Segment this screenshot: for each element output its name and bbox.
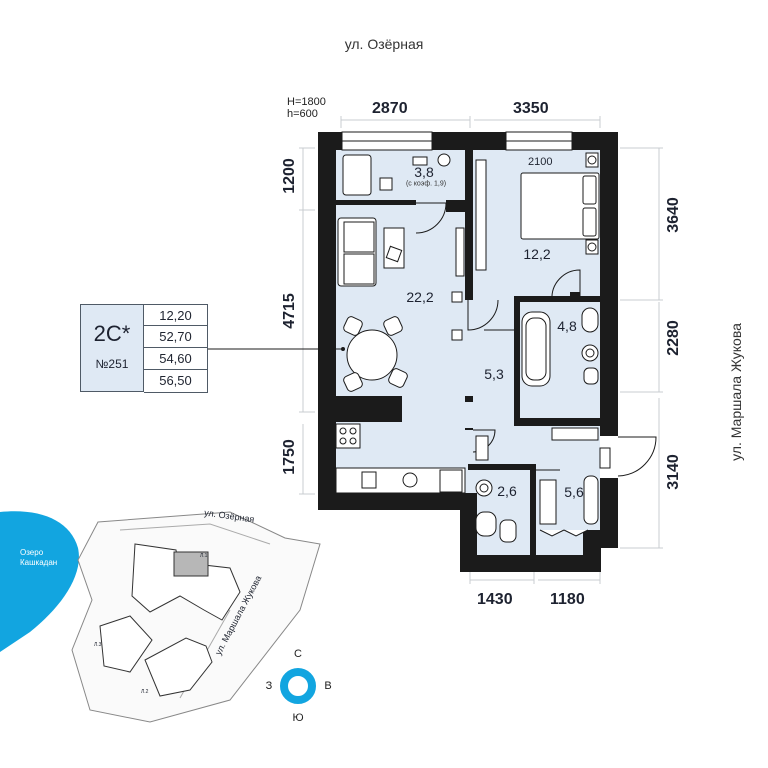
compass-north: С <box>294 648 302 660</box>
lake-label: Озеро Кашкадан <box>20 548 57 568</box>
room-area-balcony-note: (с коэф. 1,9) <box>405 180 447 188</box>
compass-east: В <box>324 680 332 692</box>
window-height-sill: h=600 <box>287 108 318 120</box>
window-height-h: H=1800 <box>287 96 326 108</box>
lot-label-1: Л.1 <box>200 553 208 559</box>
room-area-hall: 5,3 <box>484 366 504 382</box>
lake <box>0 511 79 652</box>
wardrobe-fixtures <box>539 427 599 537</box>
lake-label-1: Озеро <box>20 548 44 557</box>
apartment-info: 2С* №251 <box>80 304 144 392</box>
living-furniture <box>337 217 465 392</box>
room-area-bathroom: 4,8 <box>557 318 577 334</box>
dim-top-right: 3350 <box>513 100 549 117</box>
lot-label-3: Л.3 <box>94 642 102 648</box>
dim-top-left: 2870 <box>372 100 408 117</box>
windows <box>341 131 573 151</box>
dimension-lines <box>299 116 663 584</box>
interior-walls <box>336 150 600 555</box>
apartment-type: 2С* <box>93 321 131 346</box>
dim-bottom-1: 1430 <box>477 591 513 608</box>
bathroom-fixtures <box>521 307 599 387</box>
corridor-furniture <box>475 435 611 469</box>
area-value-2: 52,70 <box>144 326 208 348</box>
room-area-balcony: 3,8 <box>414 164 434 180</box>
area-value-total: 56,50 <box>144 370 208 393</box>
balcony-furniture <box>342 153 451 196</box>
room-area-living: 22,2 <box>406 289 434 305</box>
room-area-wc: 2,6 <box>497 483 517 499</box>
bed-width-dim: 2100 <box>528 156 553 168</box>
site-plan <box>0 511 321 723</box>
street-label-top: ул. Озёрная <box>344 36 424 52</box>
apartment-number: №251 <box>95 357 129 371</box>
kitchen <box>335 423 466 494</box>
lot-label-2: Л.2 <box>141 689 149 695</box>
room-area-bedroom: 12,2 <box>523 246 551 262</box>
bedroom-furniture <box>475 152 600 271</box>
room-area-wardrobe: 5,6 <box>564 484 584 500</box>
compass-icon <box>280 668 316 704</box>
interior-doors <box>415 202 581 471</box>
dim-bottom-2: 1180 <box>550 591 585 608</box>
area-value-3: 54,60 <box>144 348 208 370</box>
wc-fixtures <box>475 479 517 543</box>
compass-south: Ю <box>292 712 304 724</box>
lake-label-2: Кашкадан <box>20 558 58 567</box>
compass-west: З <box>265 680 273 692</box>
window-height-note: H=1800 h=600 <box>287 96 326 120</box>
area-value-living: 12,20 <box>144 304 208 326</box>
